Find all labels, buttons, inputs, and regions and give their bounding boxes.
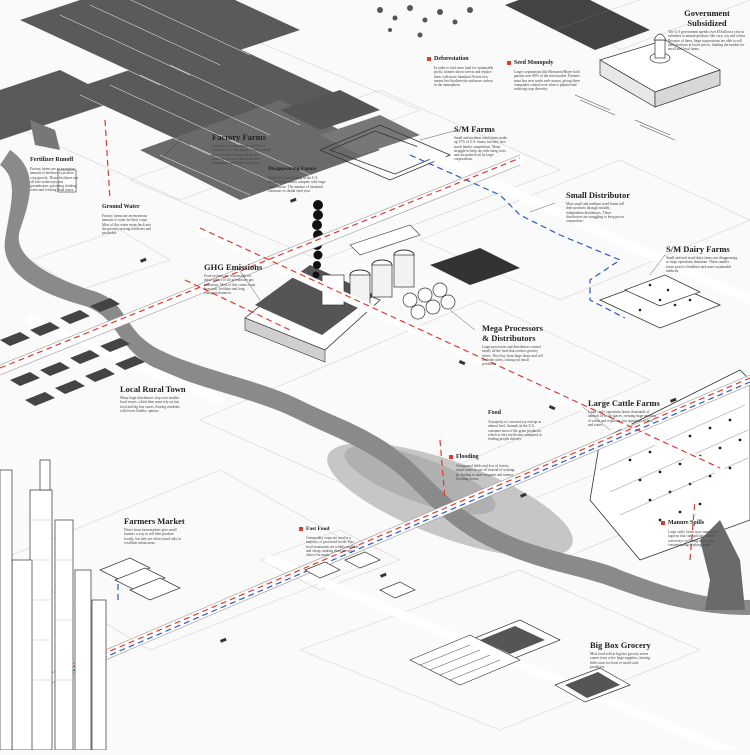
annotation-title: Small Distributor — [566, 190, 630, 200]
cattle-feedlots — [589, 369, 750, 561]
annotation-body: Small farms are closing in the U.S. beca… — [268, 176, 326, 193]
annotation-sm-dairy-farms: S/M Dairy Farms Small and mid sized dair… — [666, 244, 738, 273]
annotation-body: Direct from farm markets give small farm… — [124, 528, 181, 545]
crop-rows — [29, 0, 311, 196]
annotation-title: Farmers Market — [124, 516, 185, 526]
annotation-deforestation: Deforestation In order to find more land… — [427, 54, 496, 88]
trucks — [139, 197, 677, 643]
red-marker — [661, 521, 665, 525]
annotation-government-subsidized: Government Subsidized The U.S government… — [668, 8, 746, 51]
annotation-body: Large cattle farms store manure in lagoo… — [668, 530, 718, 547]
roads — [0, 145, 750, 755]
leader-lines — [159, 129, 666, 431]
red-marker — [427, 57, 431, 61]
road-edges — [0, 154, 750, 706]
annotation-food: Food A majority of corn and soy end up a… — [488, 408, 544, 441]
annotation-local-rural-town: Local Rural Town Many large distributors… — [120, 384, 186, 413]
annotation-seed-monopoly: Seed Monopoly Large corporations like Mo… — [507, 58, 586, 92]
annotation-body: In order to find more land for sustainab… — [434, 66, 494, 88]
annotation-small-distributor: Small Distributor Most small and medium … — [566, 190, 630, 224]
manure-spill — [700, 520, 745, 610]
city-windows — [30, 519, 73, 681]
annotation-title: Fast Food — [306, 526, 330, 532]
annotation-disappearing-farms: Disappearing Farms Small farms are closi… — [268, 164, 330, 193]
red-marker — [507, 61, 511, 65]
factory-farm — [244, 224, 421, 363]
annotation-title: Factory Farms — [212, 132, 267, 142]
annotation-large-cattle-farms: Large Cattle Farms Large cattle operatio… — [588, 398, 660, 427]
annotation-title: Manure Spills — [668, 520, 705, 526]
dairy-farm — [598, 274, 722, 329]
annotation-sm-farms: S/M Farms Small and medium sized farms m… — [454, 124, 509, 162]
annotation-title: Local Rural Town — [120, 384, 186, 394]
farmers-market-stalls — [99, 557, 181, 601]
red-marker — [449, 455, 453, 459]
annotation-body: Factory farms use an excessive amount of… — [30, 167, 79, 193]
annotation-title: Disappearing Farms — [268, 166, 317, 172]
crop-fields — [0, 0, 380, 200]
annotation-farmers-market: Farmers Market Direct from farm markets … — [124, 516, 185, 545]
annotation-title: Government Subsidized — [684, 8, 730, 28]
annotation-fertilizer-runoff: Fertilizer Runoff Factory farms use an e… — [30, 155, 80, 193]
annotation-ghg-emissions: GHG Emissions Food systems are responsib… — [204, 262, 263, 296]
annotation-factory-farms: Factory Farms Large factory farms make u… — [212, 132, 272, 165]
annotation-body: The U.S government spends over $5 billio… — [668, 30, 746, 52]
annotation-title: Large Cattle Farms — [588, 398, 660, 408]
annotation-body: Large corporations like Monsanto/Bayer h… — [514, 70, 581, 92]
annotation-body: Large factory farms make up 80% of farm … — [212, 144, 271, 166]
city-skyline — [0, 459, 107, 751]
annotation-title: Flooding — [456, 454, 479, 460]
annotation-title: Deforestation — [434, 56, 469, 62]
forest — [377, 5, 473, 38]
annotation-body: A majority of corn and soy end up as ani… — [488, 420, 542, 442]
annotation-body: Most small and medium sized farms sell t… — [566, 202, 625, 224]
annotation-body: Large processors and distributors contro… — [482, 345, 543, 367]
annotation-body: Commodity crops are used in a majority o… — [306, 536, 359, 558]
red-marker — [299, 527, 303, 531]
annotation-body: Small and mid sized dairy farms are disa… — [666, 256, 738, 273]
ground-water-sign — [57, 169, 77, 193]
annotation-title: S/M Dairy Farms — [666, 244, 730, 254]
annotation-title: Seed Monopoly — [514, 60, 554, 66]
annotation-body: Many large distributors skip over smalle… — [120, 396, 180, 413]
annotation-title: Mega Processors & Distributors — [482, 323, 543, 343]
annotation-body: Large cattle operations house thousands … — [588, 410, 657, 427]
annotation-body: Overgrazed fields and loss of forests ca… — [456, 464, 515, 481]
annotation-title: Big Box Grocery — [590, 640, 651, 650]
annotation-body: Small and medium sized farms make up 37%… — [454, 136, 508, 162]
annotation-mega-processors: Mega Processors & Distributors Large pro… — [482, 323, 544, 366]
fertilizer-runoff-stream — [30, 120, 60, 150]
annotation-manure-spills: Manure Spills Large cattle farms store m… — [661, 518, 726, 547]
big-box-stores — [409, 619, 631, 703]
annotation-ground-water: Ground Water Factory farms use an enormo… — [102, 202, 152, 235]
annotation-body: Factory farms use an enormous amount of … — [102, 214, 152, 236]
parking-lots — [574, 94, 676, 141]
seed-rows — [280, 0, 650, 155]
annotation-title: S/M Farms — [454, 124, 495, 134]
fast-food-buildings — [304, 551, 416, 599]
annotation-big-box-grocery: Big Box Grocery Most food sold at big bo… — [590, 640, 652, 669]
annotation-title: GHG Emissions — [204, 262, 263, 272]
annotation-title: Food — [488, 410, 502, 416]
annotation-body: Food systems are responsible for about a… — [204, 274, 256, 296]
rural-town — [0, 298, 145, 406]
annotation-fast-food: Fast Food Commodity crops are used in a … — [299, 524, 360, 558]
annotation-flooding: Flooding Overgrazed fields and loss of f… — [449, 452, 516, 481]
annotation-title: Ground Water — [102, 204, 140, 210]
annotation-title: Fertilizer Runoff — [30, 157, 74, 163]
supply-routes-red — [0, 119, 750, 699]
annotation-body: Most food sold at big box grocery stores… — [590, 652, 651, 669]
mega-processor-plant — [402, 248, 520, 320]
capitol-building — [599, 33, 721, 108]
